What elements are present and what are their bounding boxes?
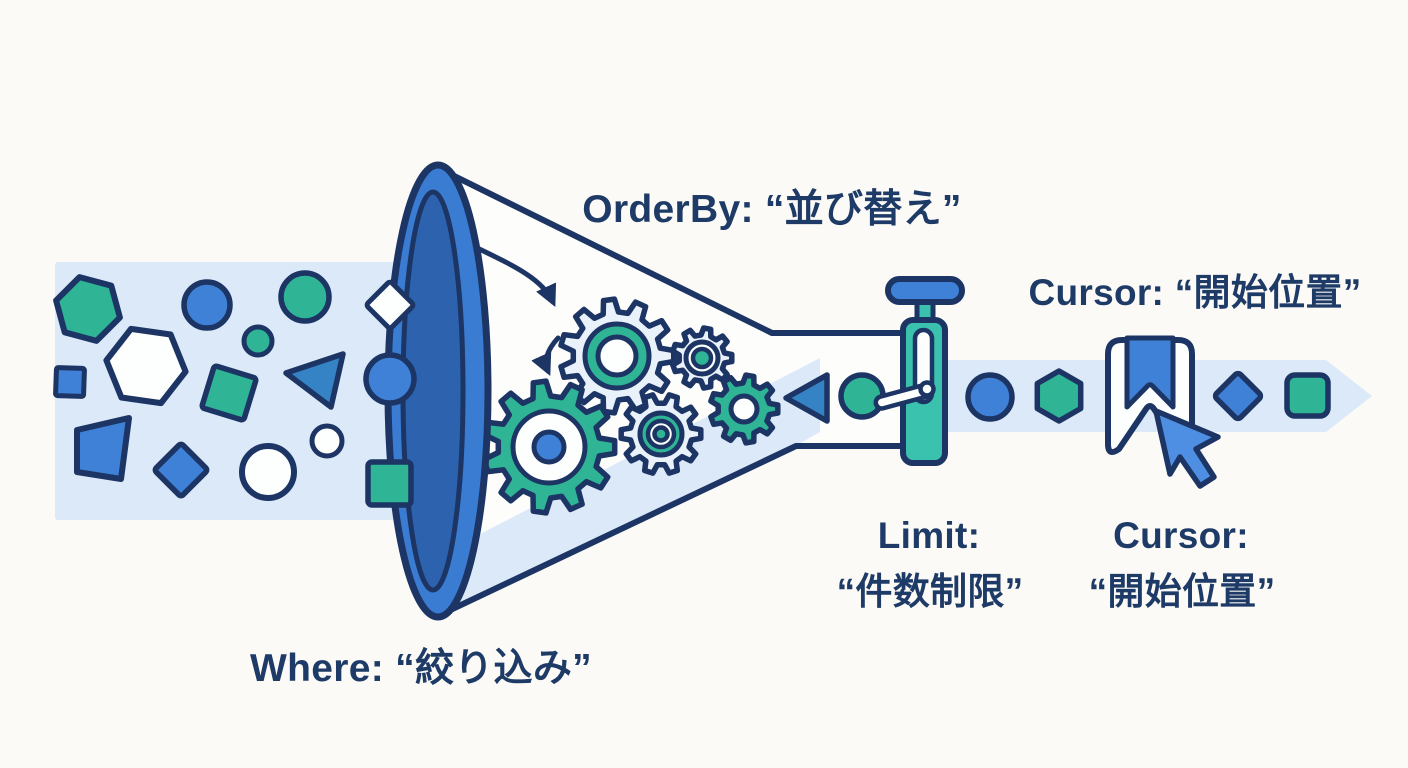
bookmark-icon — [1105, 335, 1221, 489]
input-shape-circle-white-small — [309, 423, 345, 459]
gear-icon — [558, 296, 677, 416]
funnel-top-edge — [442, 168, 908, 336]
output-shapes — [965, 368, 1331, 424]
output-shape-diamond-blue — [1212, 370, 1264, 422]
cursor-pointer-icon — [1153, 408, 1221, 489]
label-orderby: OrderBy: “並び替え” — [582, 188, 962, 231]
label-cursor-top: Cursor: “開始位置” — [1028, 272, 1362, 313]
label-limit-line1: Limit: — [877, 515, 981, 556]
gear-hub — [531, 429, 567, 465]
orderby-curl-arrow — [531, 335, 561, 377]
input-shapes — [53, 270, 346, 501]
valve-lever-pivot — [918, 380, 936, 398]
valve-handle-bar — [885, 276, 965, 305]
input-shape-square-blue-small — [53, 365, 87, 399]
label-limit-line2: “件数制限” — [836, 571, 1024, 612]
funnel-bottom-edge — [442, 443, 908, 616]
input-shape-square-green — [199, 363, 259, 423]
label-cursor-bottom-line2: “開始位置” — [1088, 571, 1276, 612]
label-where: Where: “絞り込み” — [250, 647, 592, 690]
gear-hub — [690, 346, 714, 370]
output-shape-circle-blue — [965, 372, 1015, 422]
input-shape-circle-green — [278, 270, 332, 324]
input-shape-circle-green-small — [241, 324, 275, 358]
rim-shape-square — [365, 459, 414, 508]
input-shape-diamond-blue — [152, 441, 210, 499]
input-shape-quad-blue — [74, 415, 132, 482]
gear-icon — [708, 372, 781, 446]
bookmark-ribbon — [1124, 335, 1176, 410]
spout-shape-triangle — [783, 372, 830, 424]
output-shape-square-green — [1284, 372, 1331, 419]
input-shape-circle-white — [239, 443, 297, 501]
gear-icon — [670, 325, 735, 391]
rim-shape-diamond — [364, 279, 416, 331]
rim-shape-circle — [363, 352, 417, 406]
output-shape-hexagon-green — [1034, 368, 1084, 424]
input-shape-triangle-blue — [283, 351, 346, 410]
input-shape-hexagon-green — [53, 274, 123, 344]
valve-icon — [873, 276, 965, 466]
input-shape-circle-blue — [181, 279, 233, 331]
gear-icon — [481, 378, 618, 516]
gear-hub — [728, 393, 760, 425]
gear-hub — [652, 425, 670, 443]
label-cursor-bottom-line1: Cursor: — [1113, 515, 1249, 556]
gear-hub — [595, 334, 639, 378]
input-shape-hexagon-white — [103, 325, 189, 407]
gear-icon — [618, 392, 704, 476]
gears-group — [481, 296, 781, 516]
